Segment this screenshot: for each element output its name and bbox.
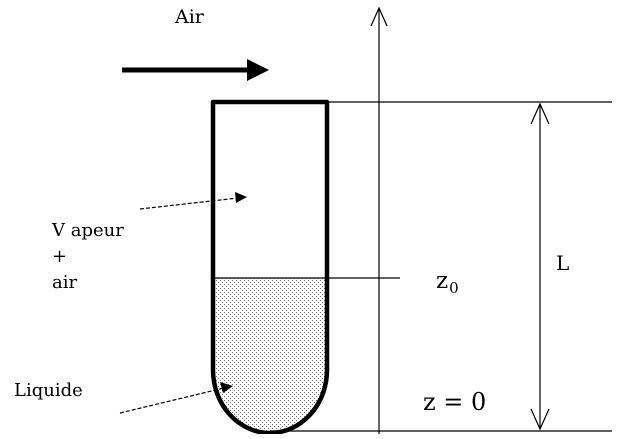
- z-axis-arrowhead: [370, 6, 388, 27]
- vapeur-label-line-1: V apeur +: [52, 220, 124, 267]
- z-zero-label: z = 0: [423, 388, 487, 416]
- air-flow-arrow: [122, 59, 269, 81]
- vapeur-label-line-2: air: [52, 272, 78, 293]
- z0-label: z0: [436, 270, 459, 296]
- air-flow-arrow-head: [247, 59, 269, 81]
- air-label: Air: [175, 6, 204, 28]
- liquide-pointer-head: [220, 382, 233, 393]
- z-axis: [370, 6, 388, 434]
- vapeur-air-label: V apeur + air: [52, 218, 142, 296]
- liquid-fill: [213, 278, 327, 433]
- length-bottom-arrowhead: [530, 408, 550, 431]
- z0-label-subscript: 0: [449, 279, 459, 297]
- tube-outline: [210, 99, 330, 436]
- liquide-label: Liquide: [14, 380, 83, 401]
- vapeur-pointer-arrow: [139, 192, 247, 210]
- length-top-arrowhead: [530, 102, 550, 125]
- length-dimension-arrow: [530, 102, 550, 431]
- liquide-pointer-line: [119, 387, 225, 414]
- vapeur-pointer-head: [235, 192, 247, 203]
- vapeur-pointer-line: [139, 197, 239, 210]
- liquide-pointer-arrow: [119, 382, 233, 414]
- z0-label-base: z: [436, 268, 449, 294]
- length-label: L: [556, 251, 570, 275]
